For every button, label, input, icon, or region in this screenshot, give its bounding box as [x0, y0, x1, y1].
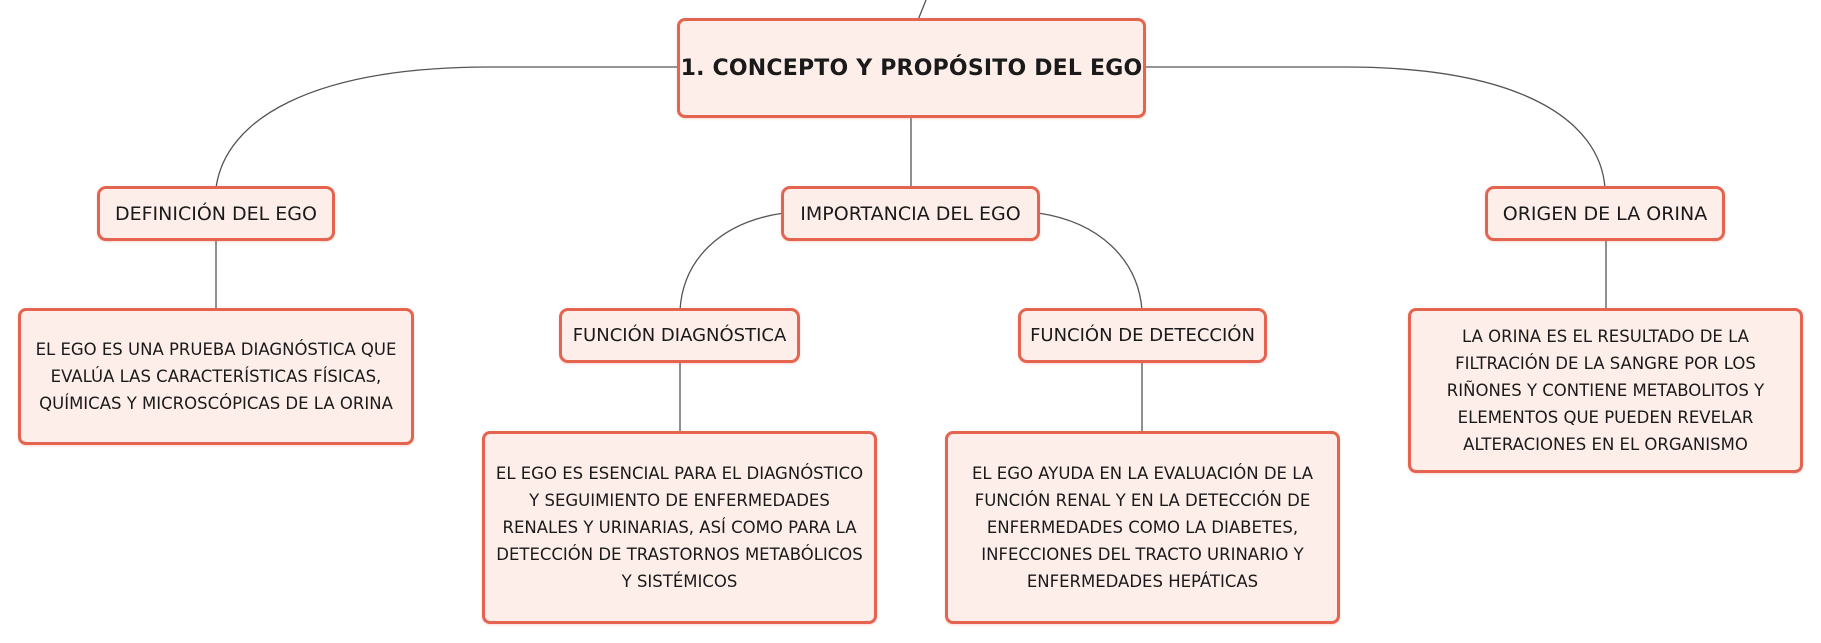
deteccion-description-node[interactable]: EL EGO AYUDA EN LA EVALUACIÓN DE LA FUNC… — [945, 431, 1340, 624]
connector-importancia-to-diagnostica — [679, 212, 785, 311]
origen-description-text: LA ORINA ES EL RESULTADO DE LA FILTRACIÓ… — [1446, 327, 1765, 454]
topic-origen-label: ORIGEN DE LA ORINA — [1502, 202, 1708, 225]
definicion-description-node[interactable]: EL EGO ES UNA PRUEBA DIAGNÓSTICA QUE EVA… — [18, 308, 414, 445]
root-label: 1. CONCEPTO Y PROPÓSITO DEL EGO — [680, 55, 1143, 81]
diagnostica-description-node[interactable]: EL EGO ES ESENCIAL PARA EL DIAGNÓSTICO Y… — [482, 431, 877, 624]
root-node[interactable]: 1. CONCEPTO Y PROPÓSITO DEL EGO — [677, 18, 1146, 118]
origen-description-node[interactable]: LA ORINA ES EL RESULTADO DE LA FILTRACIÓ… — [1408, 308, 1803, 473]
subtopic-deteccion-label: FUNCIÓN DE DETECCIÓN — [1030, 325, 1255, 346]
connector-importancia-to-deteccion — [1037, 212, 1143, 311]
subtopic-deteccion-node[interactable]: FUNCIÓN DE DETECCIÓN — [1018, 308, 1267, 363]
definicion-description-text: EL EGO ES UNA PRUEBA DIAGNÓSTICA QUE EVA… — [35, 340, 397, 413]
topic-definicion-label: DEFINICIÓN DEL EGO — [114, 202, 317, 225]
diagnostica-description-text: EL EGO ES ESENCIAL PARA EL DIAGNÓSTICO Y… — [495, 464, 864, 591]
subtopic-diagnostica-label: FUNCIÓN DIAGNÓSTICA — [572, 325, 787, 346]
subtopic-diagnostica-node[interactable]: FUNCIÓN DIAGNÓSTICA — [559, 308, 800, 363]
topic-importancia-label: IMPORTANCIA DEL EGO — [800, 202, 1021, 225]
deteccion-description-text: EL EGO AYUDA EN LA EVALUACIÓN DE LA FUNC… — [971, 464, 1314, 591]
topic-importancia-node[interactable]: IMPORTANCIA DEL EGO — [781, 186, 1040, 241]
topic-definicion-node[interactable]: DEFINICIÓN DEL EGO — [97, 186, 335, 241]
connector-parent-to-root — [917, 0, 927, 21]
topic-origen-node[interactable]: ORIGEN DE LA ORINA — [1485, 186, 1725, 241]
connector-root-to-definicion — [215, 66, 680, 189]
connector-root-to-origen — [1143, 66, 1606, 189]
